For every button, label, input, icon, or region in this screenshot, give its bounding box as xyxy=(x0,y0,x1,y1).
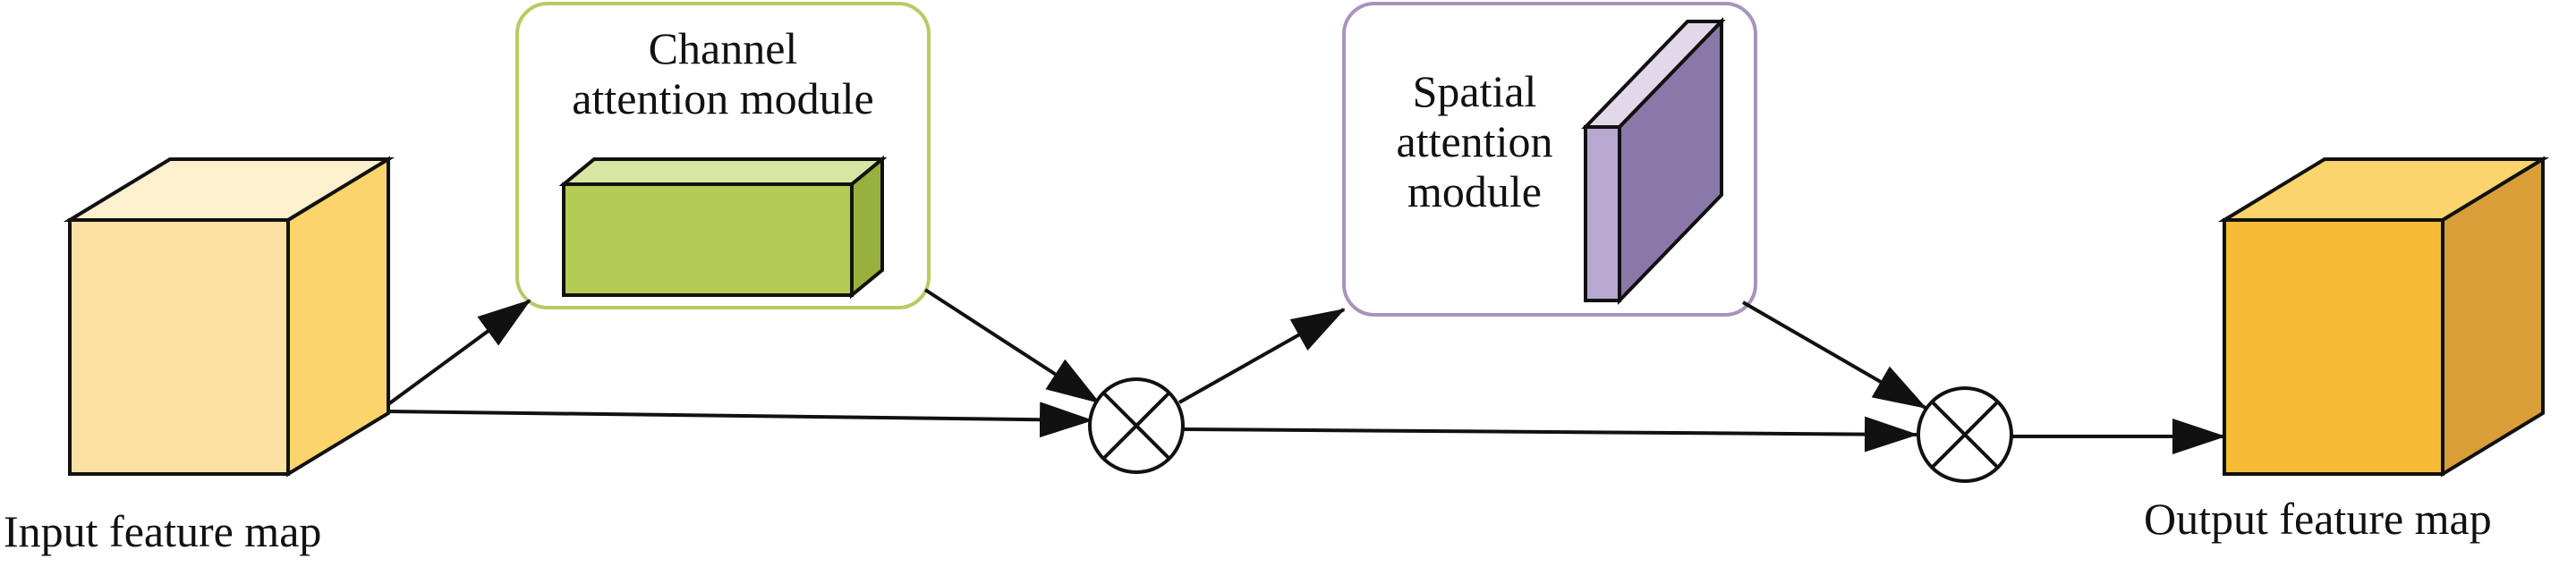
arrow-spatial-to-multiply-2 xyxy=(1741,300,1927,410)
input-feature-cube xyxy=(63,156,395,478)
input-feature-map-label: Input feature map xyxy=(4,506,322,556)
channel-attention-label: Channel attention module xyxy=(517,23,929,123)
spatial-label-line-1: Spatial xyxy=(1412,66,1537,116)
input-cube-front xyxy=(68,218,290,476)
arrow-input-to-multiply-1 xyxy=(387,402,1093,438)
spatial-label-line-2: attention xyxy=(1396,116,1553,166)
multiply-node-2 xyxy=(1917,386,2013,483)
spatial-attention-label: Spatial attention module xyxy=(1367,66,1582,216)
channel-bar-side xyxy=(850,155,884,300)
output-feature-map-label: Output feature map xyxy=(2144,494,2492,544)
spatial-attention-slab xyxy=(1581,17,1726,305)
arrow-input-to-channel xyxy=(387,299,531,406)
multiply-node-1 xyxy=(1088,377,1185,474)
channel-bar-top xyxy=(558,157,888,186)
output-cube-front xyxy=(2223,218,2444,476)
output-feature-cube xyxy=(2217,156,2550,478)
channel-label-line-2: attention module xyxy=(572,73,874,123)
channel-attention-bar xyxy=(558,155,888,300)
spatial-slab-front xyxy=(1584,125,1621,302)
arrow-multiply-1-to-multiply-2 xyxy=(1182,416,1918,453)
channel-label-line-1: Channel xyxy=(648,23,798,73)
spatial-label-line-3: module xyxy=(1407,166,1542,216)
arrow-channel-to-multiply-1 xyxy=(923,288,1101,404)
channel-bar-front xyxy=(562,182,854,297)
arrow-multiply-1-to-spatial xyxy=(1178,308,1346,404)
